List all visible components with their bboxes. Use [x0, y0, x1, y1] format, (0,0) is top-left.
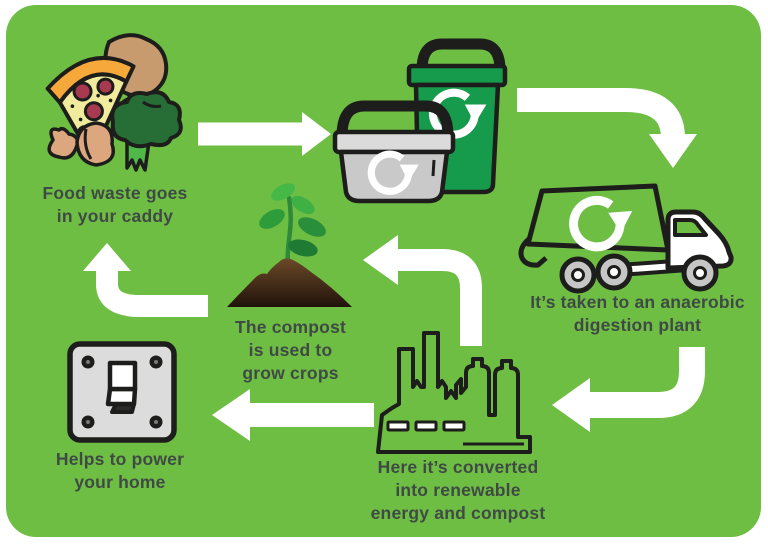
label-line: The compost — [234, 317, 347, 337]
wheel-icon — [681, 254, 719, 292]
wheel-icon — [559, 256, 597, 294]
label-line: is used to — [248, 340, 333, 360]
label-line: It’s taken to an anaerobic — [530, 292, 745, 312]
arrow-right-icon — [198, 112, 331, 156]
label-line: Here it’s converted — [377, 457, 539, 477]
label-line: Food waste goes — [42, 183, 188, 203]
label-line: grow crops — [242, 363, 339, 383]
bins-group-icon — [332, 38, 508, 204]
recycle-icon — [367, 150, 419, 195]
screw-icon — [81, 415, 95, 429]
garbage-truck-icon — [518, 183, 734, 294]
screw-icon — [81, 355, 95, 369]
onion-peel-icon — [47, 121, 115, 167]
arrow-curve-left-up-icon — [83, 243, 208, 317]
recycle-icon — [428, 88, 487, 139]
pizza-slice-icon — [45, 55, 136, 160]
power-home-label: Helps to power your home — [25, 448, 215, 494]
arrow-curve-up-left-icon — [363, 235, 482, 346]
toggle-switch — [105, 360, 138, 414]
food-caddy-icon — [332, 100, 456, 204]
food-waste-icon — [45, 33, 183, 172]
label-line: digestion plant — [573, 315, 702, 335]
cab — [665, 209, 734, 271]
arrow-left-icon — [212, 389, 374, 441]
food-waste-label: Food waste goes in your caddy — [15, 182, 215, 228]
anaerobic-plant-label: It’s taken to an anaerobic digestion pla… — [510, 291, 765, 337]
label-line: into renewable — [395, 480, 521, 500]
seedling-icon — [259, 183, 326, 277]
compost-label: The compost is used to grow crops — [203, 316, 378, 385]
wheel-icon — [595, 253, 633, 291]
broccoli-icon — [110, 90, 183, 172]
recycle-icon — [569, 195, 633, 252]
label-line: your home — [74, 472, 166, 492]
light-switch-icon — [67, 341, 177, 443]
factory-icon — [376, 331, 532, 454]
compost-mound — [227, 258, 352, 307]
label-line: energy and compost — [370, 503, 546, 523]
screw-icon — [149, 355, 163, 369]
arrow-curve-right-down-icon — [517, 88, 697, 168]
screw-icon — [149, 415, 163, 429]
label-line: Helps to power — [55, 449, 185, 469]
arrow-curve-down-left-icon — [552, 347, 705, 432]
label-line: in your caddy — [56, 206, 174, 226]
converted-label: Here it’s converted into renewable energ… — [333, 456, 583, 525]
seedling-compost-icon — [227, 183, 352, 307]
